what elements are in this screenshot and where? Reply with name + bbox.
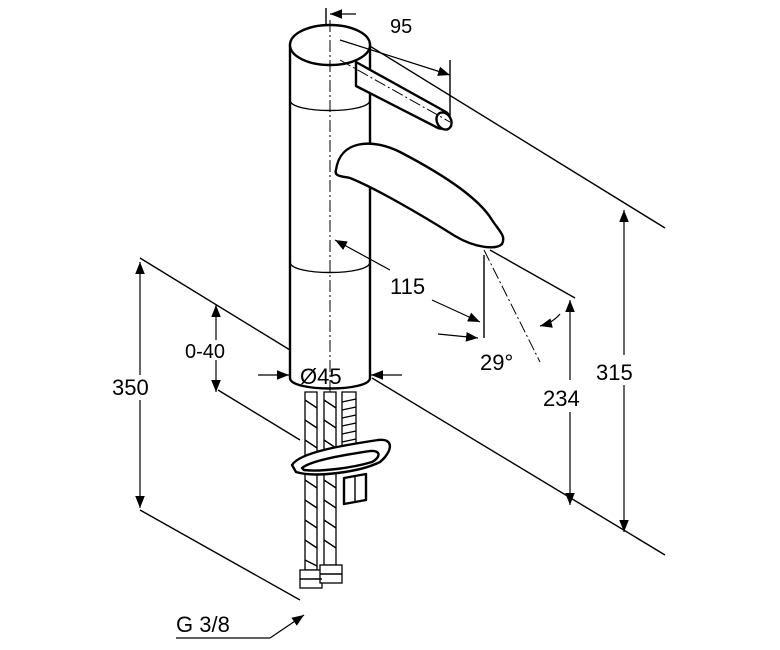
label-115: 115 [390, 274, 425, 299]
dim-diameter: Ø45 [258, 364, 402, 389]
extension-lines [139, 8, 666, 601]
faucet-body [288, 20, 372, 395]
label-29: 29° [480, 350, 513, 375]
label-350: 350 [112, 375, 149, 400]
dim-115: 115 [334, 239, 485, 338]
spout [334, 142, 541, 363]
label-diameter: Ø45 [300, 364, 342, 389]
dim-0-40: 0-40 [185, 305, 225, 392]
mounting-bracket [290, 438, 392, 506]
label-0-40: 0-40 [185, 341, 225, 363]
dim-thread: G 3/8 [176, 612, 305, 639]
supply-hoses [299, 391, 357, 589]
dim-350: 350 [112, 262, 149, 508]
dim-angle: 29° [437, 313, 561, 375]
label-thread: G 3/8 [176, 612, 230, 637]
label-234: 234 [543, 386, 580, 411]
dim-95: 95 [330, 9, 451, 76]
label-95: 95 [390, 16, 412, 38]
dim-234: 234 [543, 300, 580, 505]
lever-handle [339, 59, 453, 131]
dim-315: 315 [596, 210, 633, 532]
label-315: 315 [596, 360, 633, 385]
